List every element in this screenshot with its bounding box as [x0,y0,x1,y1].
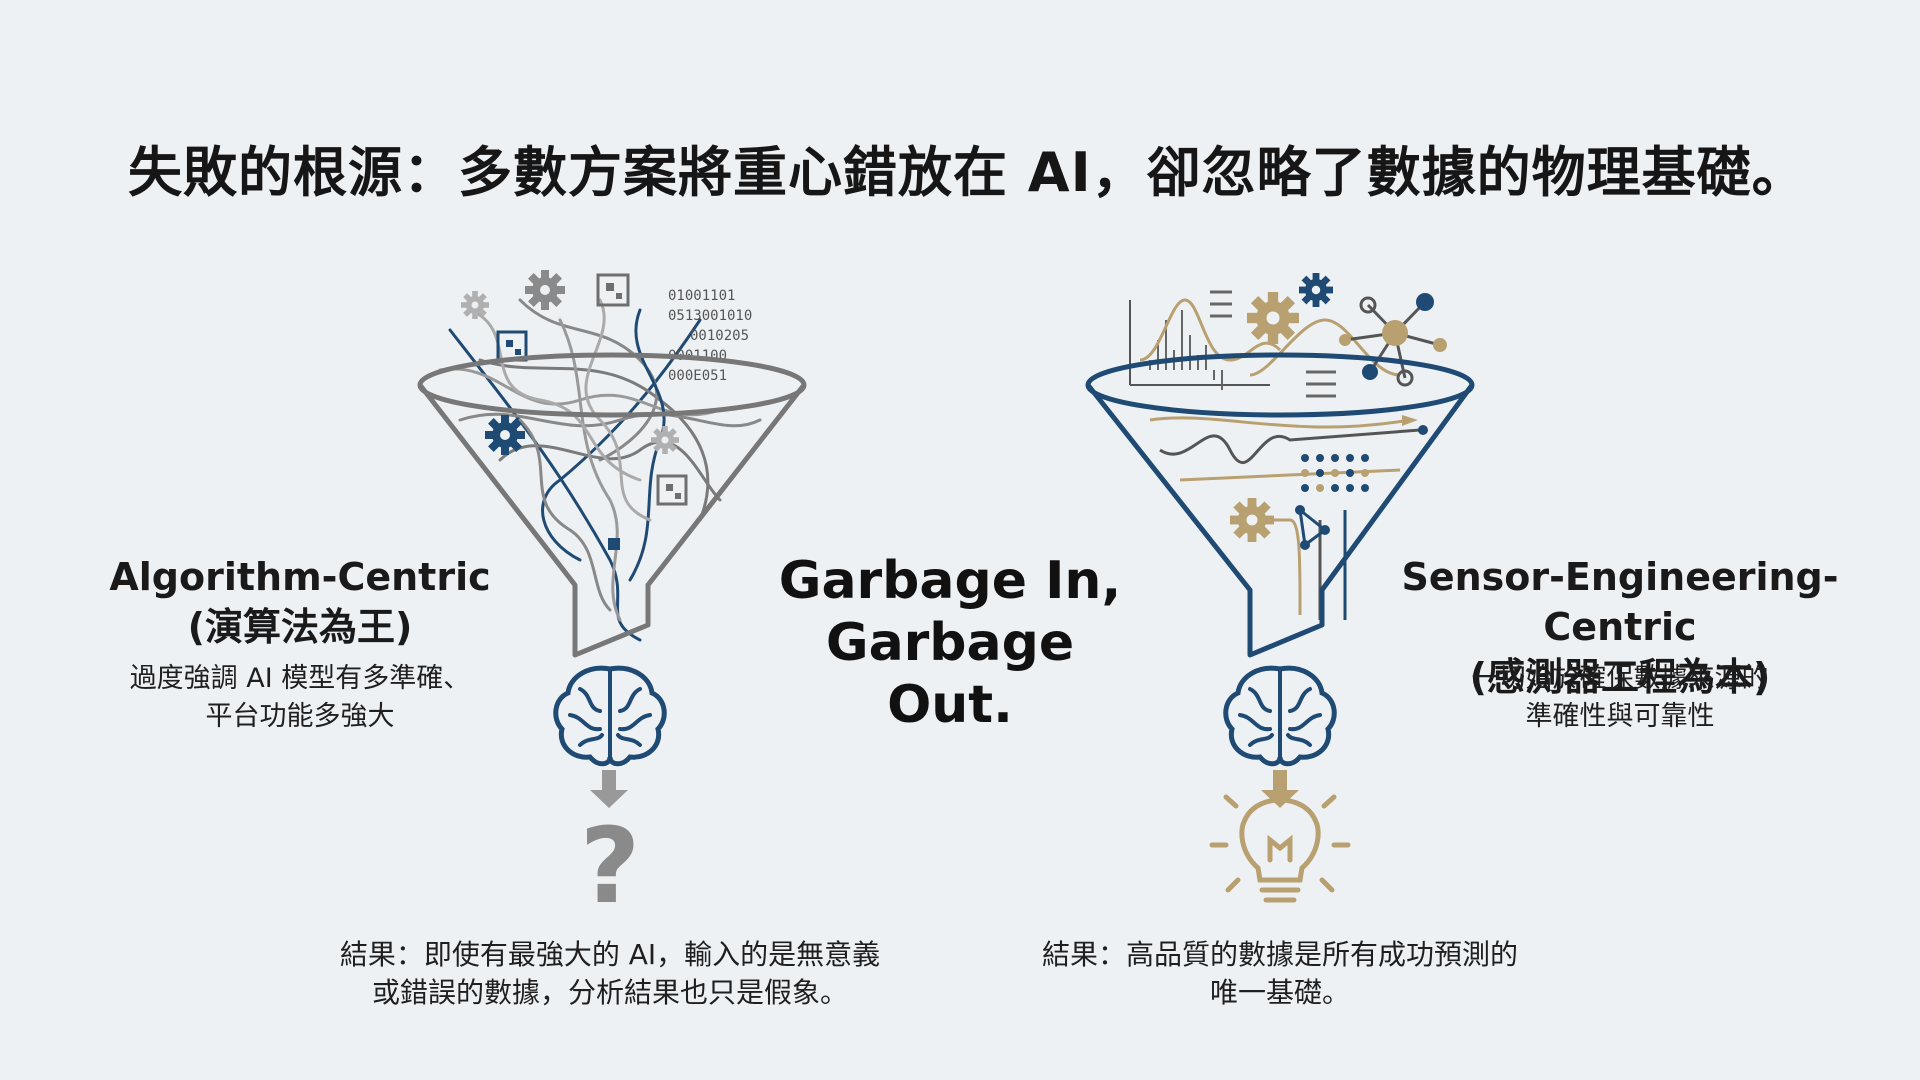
left-funnel-illustration: 01001101 0513001010 0010205 0001100 000E… [417,270,807,927]
left-heading: Algorithm-Centric (演算法為王) [100,552,500,652]
right-heading-line1: Sensor-Engineering-Centric [1401,555,1839,649]
binary-line: 000E051 [668,368,727,384]
right-result: 結果：高品質的數據是所有成功預測的 唯一基礎。 [1000,936,1560,1012]
center-message-line2: Garbage Out. [825,613,1075,735]
left-result: 結果：即使有最強大的 AI，輸入的是無意義 或錯誤的數據，分析結果也只是假象。 [300,936,920,1012]
binary-line: 01001101 [668,288,735,304]
right-result-line2: 唯一基礎。 [1209,976,1350,1009]
left-result-line1: 結果：即使有最強大的 AI，輸入的是無意義 [339,938,881,971]
right-heading: Sensor-Engineering-Centric (感測器工程為本) [1360,552,1880,702]
left-heading-line1: Algorithm-Centric [109,555,491,599]
right-result-line1: 結果：高品質的數據是所有成功預測的 [1041,938,1518,971]
left-description: 過度強調 AI 模型有多準確、 平台功能多強大 [100,660,500,736]
brain-icon [1226,668,1335,764]
brain-icon [556,668,665,764]
right-funnel-illustration [1085,273,1475,903]
left-desc-line1: 過度強調 AI 模型有多準確、 [129,663,471,694]
right-heading-line2: (感測器工程為本) [1469,655,1771,699]
left-heading-line2: (演算法為王) [187,605,413,649]
left-desc-line2: 平台功能多強大 [205,701,395,732]
page-title: 失敗的根源：多數方案將重心錯放在 AI，卻忽略了數據的物理基礎。 [128,141,1807,204]
right-description: 一切始於確保數據來源的 準確性與可靠性 [1420,660,1820,736]
center-message: Garbage In, Garbage Out. [760,550,1140,736]
center-message-line1: Garbage In, [778,551,1122,611]
right-desc-line1: 一切始於確保數據來源的 [1471,663,1769,694]
right-desc-line2: 準確性與可靠性 [1525,701,1715,732]
left-result-line2: 或錯誤的數據，分析結果也只是假象。 [371,976,848,1009]
question-mark-icon: ? [580,805,640,927]
binary-line: 0513001010 [668,308,752,324]
lightbulb-icon [1209,777,1351,903]
binary-line: 0010205 [690,328,749,344]
